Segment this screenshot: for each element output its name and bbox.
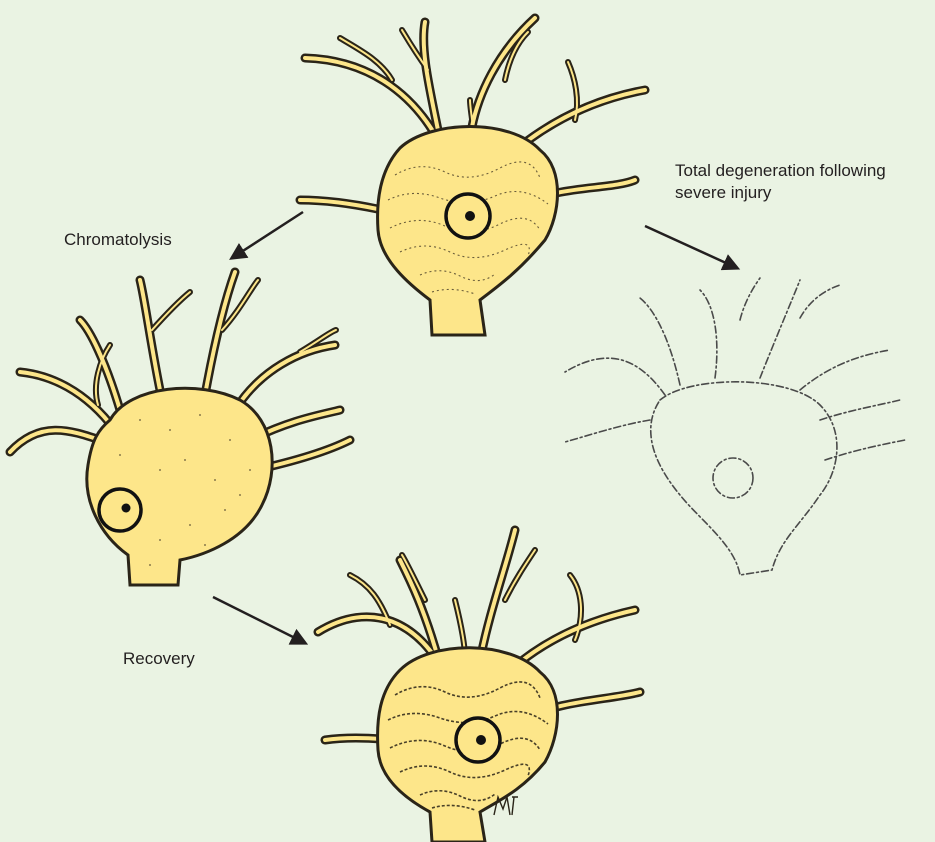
- chromatolysis-neuron-nucleus: [99, 489, 141, 531]
- chromatolysis-neuron-soma: [87, 388, 272, 585]
- degeneration-label-line2: severe injury: [675, 182, 886, 204]
- arrow-to-chromatolysis: [232, 212, 303, 258]
- degeneration-label-line1: Total degeneration following: [675, 160, 886, 182]
- arrow-to-recovery: [213, 597, 305, 643]
- arrow-to-degeneration: [645, 226, 737, 268]
- degenerating-neuron-soma: [651, 382, 837, 575]
- degenerating-neuron: [565, 278, 905, 575]
- artist-signature: [494, 797, 518, 815]
- degeneration-label: Total degeneration following severe inju…: [675, 160, 886, 204]
- degenerating-neuron-nucleus: [713, 458, 753, 498]
- normal-neuron: [300, 18, 645, 335]
- degenerating-neuron-dendrites: [565, 278, 905, 460]
- recovery-label: Recovery: [123, 648, 195, 670]
- chromatolysis-neuron-nucleolus: [122, 504, 131, 513]
- recovered-neuron: [318, 530, 640, 842]
- normal-neuron-nucleolus: [465, 211, 475, 221]
- chromatolysis-label: Chromatolysis: [64, 229, 172, 251]
- chromatolysis-neuron: [10, 272, 350, 585]
- recovered-neuron-nucleolus: [476, 735, 486, 745]
